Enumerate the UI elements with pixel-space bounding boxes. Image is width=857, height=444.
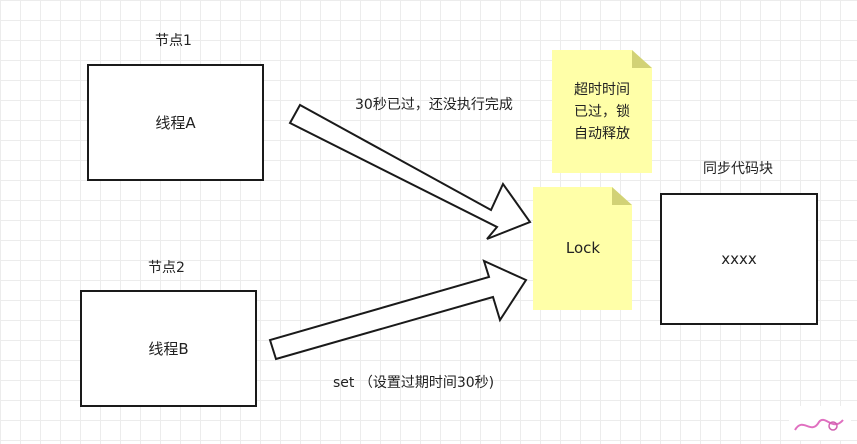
lock-label: Lock: [565, 239, 601, 257]
sync-block-caption: 同步代码块: [703, 161, 773, 177]
arrow-b-label: set （设置过期时间30秒): [333, 375, 495, 391]
timeout-note-text: 超时时间 已过，锁 自动释放: [552, 79, 652, 145]
sync-block-box: xxxx: [660, 193, 818, 325]
node2-caption: 节点2: [148, 260, 185, 276]
thread-a-label: 线程A: [155, 114, 196, 132]
timeout-note-line: 自动释放: [574, 126, 630, 142]
timeout-note-line: 已过，锁: [574, 104, 630, 120]
thread-b-label: 线程B: [148, 340, 189, 358]
arrow-a-label: 30秒已过，还没执行完成: [355, 97, 513, 113]
sync-block-content: xxxx: [721, 250, 757, 268]
arrow-thread-a-to-lock: [288, 103, 532, 240]
thread-a-box: 线程A: [87, 64, 264, 181]
node1-caption: 节点1: [155, 33, 192, 49]
thread-b-box: 线程B: [80, 290, 257, 407]
watermark-logo-icon: [794, 419, 844, 431]
arrow-thread-b-to-lock: [268, 259, 528, 361]
watermark-logo: [789, 406, 851, 440]
timeout-note-line: 超时时间: [574, 82, 630, 98]
